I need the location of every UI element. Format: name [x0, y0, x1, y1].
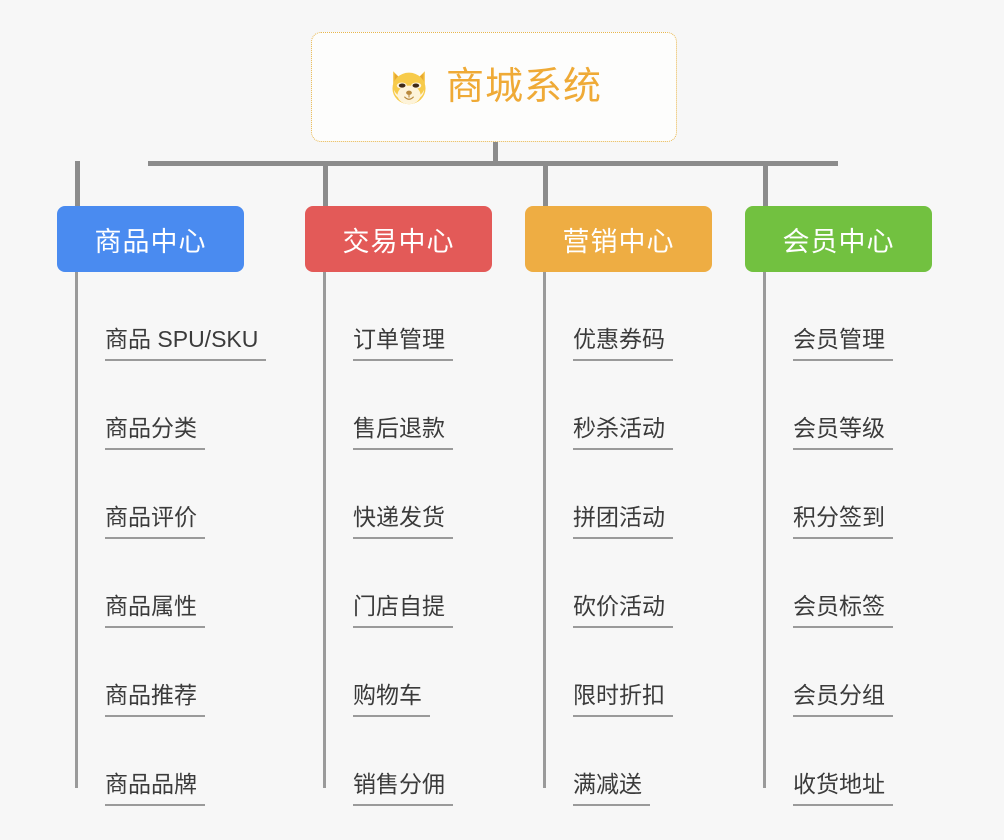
- list-item[interactable]: 商品 SPU/SKU: [75, 272, 267, 361]
- leaf-label: 会员管理: [793, 326, 893, 361]
- leaf-label: 快递发货: [353, 504, 453, 539]
- connector-drop-3: [543, 161, 548, 206]
- leaf-label: 限时折扣: [573, 682, 673, 717]
- list-item[interactable]: 砍价活动: [543, 539, 673, 628]
- list-item[interactable]: 拼团活动: [543, 450, 673, 539]
- list-item[interactable]: 销售分佣: [323, 717, 453, 806]
- branch-spine-4: [763, 272, 766, 788]
- list-item[interactable]: 限时折扣: [543, 628, 673, 717]
- list-item[interactable]: 满减送: [543, 717, 673, 806]
- leaf-label: 商品分类: [105, 415, 205, 450]
- leaf-label: 优惠券码: [573, 326, 673, 361]
- leaf-list-1: 商品 SPU/SKU 商品分类 商品评价 商品属性 商品推荐 商品品牌: [75, 272, 267, 806]
- leaf-label: 售后退款: [353, 415, 453, 450]
- leaf-list-3: 优惠券码 秒杀活动 拼团活动 砍价活动 限时折扣 满减送: [543, 272, 673, 806]
- branch-header-3[interactable]: 营销中心: [525, 206, 712, 272]
- leaf-list-2: 订单管理 售后退款 快递发货 门店自提 购物车 销售分佣: [323, 272, 453, 806]
- list-item[interactable]: 快递发货: [323, 450, 453, 539]
- leaf-label: 砍价活动: [573, 593, 673, 628]
- list-item[interactable]: 积分签到: [763, 450, 893, 539]
- leaf-label: 购物车: [353, 682, 430, 717]
- root-node[interactable]: 商城系统: [311, 32, 677, 142]
- branch-spine-2: [323, 272, 326, 788]
- leaf-list-4: 会员管理 会员等级 积分签到 会员标签 会员分组 收货地址: [763, 272, 893, 806]
- branch-header-4[interactable]: 会员中心: [745, 206, 932, 272]
- list-item[interactable]: 会员管理: [763, 272, 893, 361]
- leaf-label: 满减送: [573, 771, 650, 806]
- leaf-label: 商品品牌: [105, 771, 205, 806]
- list-item[interactable]: 售后退款: [323, 361, 453, 450]
- list-item[interactable]: 会员分组: [763, 628, 893, 717]
- leaf-label: 会员标签: [793, 593, 893, 628]
- leaf-label: 门店自提: [353, 593, 453, 628]
- branch-header-2[interactable]: 交易中心: [305, 206, 492, 272]
- leaf-label: 收货地址: [793, 771, 893, 806]
- leaf-label: 秒杀活动: [573, 415, 673, 450]
- leaf-label: 会员等级: [793, 415, 893, 450]
- list-item[interactable]: 商品推荐: [75, 628, 266, 717]
- list-item[interactable]: 会员标签: [763, 539, 893, 628]
- leaf-label: 商品 SPU/SKU: [105, 326, 267, 361]
- root-title: 商城系统: [445, 66, 602, 108]
- leaf-label: 商品评价: [105, 504, 205, 539]
- leaf-label: 积分签到: [793, 504, 893, 539]
- connector-root-stem: [493, 142, 498, 165]
- branch-column-1: 商品中心 商品 SPU/SKU 商品分类 商品评价 商品属性 商品推荐 商品品牌: [57, 206, 267, 806]
- leaf-label: 会员分组: [793, 682, 893, 717]
- connector-drop-2: [323, 161, 328, 206]
- list-item[interactable]: 商品评价: [75, 450, 266, 539]
- branch-column-2: 交易中心 订单管理 售后退款 快递发货 门店自提 购物车 销售分佣: [305, 206, 492, 806]
- branch-spine-3: [543, 272, 546, 788]
- list-item[interactable]: 购物车: [323, 628, 453, 717]
- list-item[interactable]: 秒杀活动: [543, 361, 673, 450]
- connector-drop-1: [75, 161, 80, 206]
- list-item[interactable]: 会员等级: [763, 361, 893, 450]
- list-item[interactable]: 商品分类: [75, 361, 266, 450]
- leaf-label: 商品属性: [105, 593, 205, 628]
- branch-spine-1: [75, 272, 78, 788]
- shiba-dog-icon: [392, 71, 426, 105]
- connector-horizontal-bus: [148, 161, 838, 166]
- connector-drop-4: [763, 161, 768, 206]
- branch-column-4: 会员中心 会员管理 会员等级 积分签到 会员标签 会员分组 收货地址: [745, 206, 932, 806]
- list-item[interactable]: 商品属性: [75, 539, 266, 628]
- list-item[interactable]: 订单管理: [323, 272, 453, 361]
- leaf-label: 拼团活动: [573, 504, 673, 539]
- leaf-label: 销售分佣: [353, 771, 453, 806]
- leaf-label: 订单管理: [353, 326, 453, 361]
- list-item[interactable]: 优惠券码: [543, 272, 673, 361]
- leaf-label: 商品推荐: [105, 682, 205, 717]
- branch-column-3: 营销中心 优惠券码 秒杀活动 拼团活动 砍价活动 限时折扣 满减送: [525, 206, 712, 806]
- branch-header-1[interactable]: 商品中心: [57, 206, 244, 272]
- list-item[interactable]: 收货地址: [763, 717, 893, 806]
- list-item[interactable]: 门店自提: [323, 539, 453, 628]
- list-item[interactable]: 商品品牌: [75, 717, 266, 806]
